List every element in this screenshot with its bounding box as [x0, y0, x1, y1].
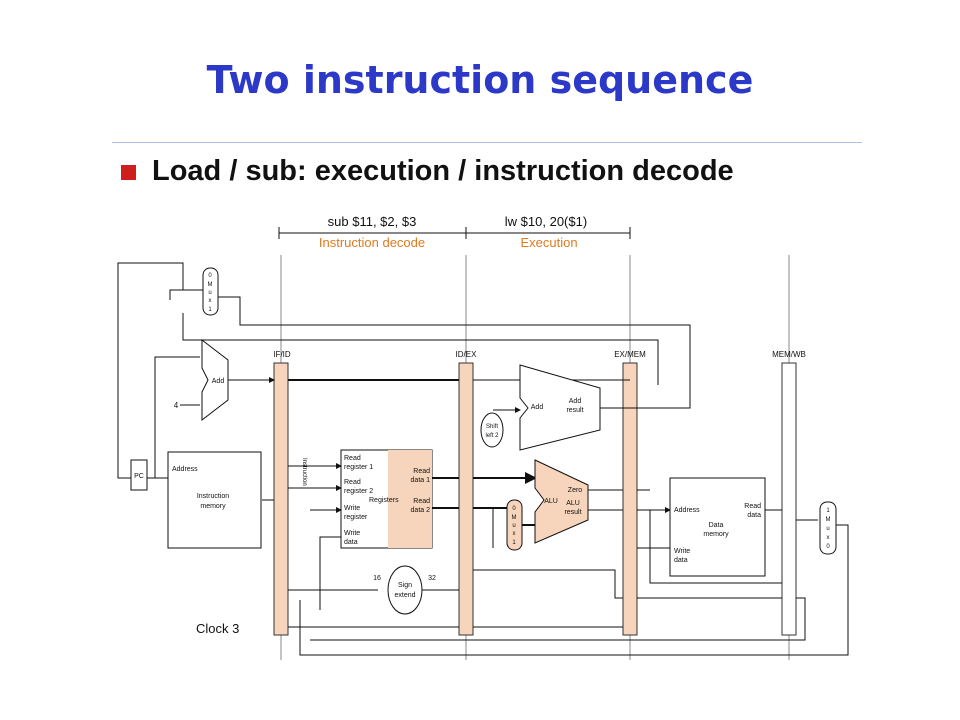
diagram-label: memory — [200, 503, 226, 510]
sign-extend — [387, 565, 423, 615]
diagram-label: data — [747, 512, 761, 519]
diagram-label: register — [344, 514, 368, 521]
diagram-label: Add — [531, 404, 544, 411]
diagram-label: register 1 — [344, 464, 373, 471]
diagram-label: x — [827, 535, 830, 541]
branch-adder — [519, 364, 601, 451]
diagram-label: data — [344, 539, 358, 546]
diagram-label: data — [674, 557, 688, 564]
mux-top — [202, 267, 219, 316]
diagram-label: memory — [703, 531, 729, 538]
pc-adder — [201, 338, 229, 422]
diagram-label: register 2 — [344, 488, 373, 495]
bullet-text: Load / sub: execution / instruction deco… — [152, 155, 734, 187]
diagram-label: u — [512, 523, 515, 529]
diagram-label: extend — [394, 592, 415, 599]
diagram-label: data 1 — [411, 477, 431, 484]
diagram-label: Shift — [486, 424, 498, 430]
diagram-label: Sign — [398, 582, 412, 589]
diagram-label: 0 — [512, 506, 516, 512]
pipe-reg-idex — [458, 362, 474, 636]
exec-instruction: lw $10, 20($1) — [505, 214, 587, 229]
diagram-label: 1 — [512, 540, 516, 546]
shift-left-2 — [480, 412, 504, 448]
diagram-label: Read — [413, 468, 430, 475]
diagram-label: M — [512, 515, 517, 521]
diagram-label: Data — [709, 522, 724, 529]
pipe-reg-exmem — [622, 362, 638, 636]
diagram-label: ALU — [566, 500, 580, 507]
diagram-label: M — [208, 282, 213, 288]
diagram-label: Read — [344, 455, 361, 462]
diagram-label: u — [208, 290, 211, 296]
diagram-label: 32 — [428, 575, 436, 582]
bullet-square-icon — [121, 165, 136, 180]
diagram-label: Address — [172, 466, 198, 473]
diagram-label: Zero — [568, 487, 583, 494]
diagram-label: u — [826, 526, 829, 532]
clock-label: Clock 3 — [196, 621, 239, 636]
register-file-shaded — [388, 450, 432, 548]
mux-wb — [819, 501, 837, 555]
title-divider — [112, 142, 862, 143]
diagram-label: x — [209, 298, 212, 304]
pipe-reg-memwb — [781, 362, 797, 636]
diagram-label: ALU — [544, 498, 558, 505]
diagram-label: Read — [413, 498, 430, 505]
slide-title: Two instruction sequence — [206, 58, 754, 102]
diagram-label: 16 — [373, 575, 381, 582]
diagram-label: Write — [674, 548, 690, 555]
const-4: 4 — [174, 401, 179, 410]
diagram-label: Add — [569, 398, 582, 405]
diagram-label: result — [566, 407, 583, 414]
diagram-label: M — [826, 517, 831, 523]
pipe-reg-label-idex: ID/EX — [456, 350, 478, 359]
diagram-label: data 2 — [411, 507, 431, 514]
diagram-label: left 2 — [485, 433, 499, 439]
instruction-field-label: Instruction — [301, 458, 307, 486]
pc-register — [130, 459, 148, 491]
diagram-label: Address — [674, 507, 700, 514]
decode-stage-label: Instruction decode — [319, 235, 425, 250]
decode-instruction: sub $11, $2, $3 — [328, 214, 417, 229]
diagram-label: 1 — [826, 508, 830, 514]
diagram-label: Write — [344, 530, 360, 537]
mux-alu — [506, 499, 523, 551]
diagram-label: Instruction — [197, 493, 229, 500]
data-memory — [669, 477, 766, 577]
diagram-label: result — [564, 509, 581, 516]
alu — [534, 459, 589, 544]
diagram-label: 0 — [208, 273, 212, 279]
diagram-label: Registers — [369, 497, 399, 504]
diagram-label: x — [513, 531, 516, 537]
diagram-label: 0 — [826, 544, 830, 550]
pipe-reg-ifid — [273, 362, 289, 636]
diagram-label: Read — [344, 479, 361, 486]
pipe-reg-label-memwb: MEM/WB — [772, 350, 806, 359]
pipe-reg-label-exmem: EX/MEM — [614, 350, 646, 359]
pc-label: PC — [134, 473, 144, 480]
pipe-reg-label-ifid: IF/ID — [273, 350, 291, 359]
stage-headers — [278, 227, 631, 239]
diagram-label: 1 — [208, 307, 212, 313]
instruction-memory — [167, 451, 262, 549]
pc-adder-label: Add — [212, 378, 225, 385]
diagram-label: Read — [744, 503, 761, 510]
diagram-label: Write — [344, 505, 360, 512]
exec-stage-label: Execution — [520, 235, 577, 250]
